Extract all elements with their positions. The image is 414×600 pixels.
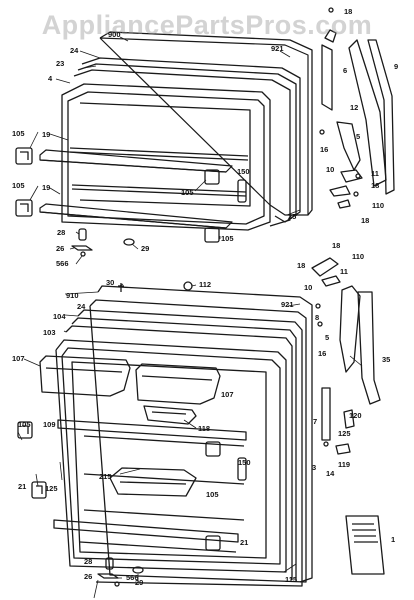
callout-1: 1 xyxy=(391,535,396,544)
callout-26-lower: 26 xyxy=(84,572,93,581)
callout-5-lower: 5 xyxy=(325,333,330,342)
callout-29-lower: 29 xyxy=(135,578,144,587)
callout-104: 104 xyxy=(53,312,66,321)
callout-23: 23 xyxy=(56,59,65,68)
callout-150-lower: 150 xyxy=(238,458,251,467)
callout-24-upper: 24 xyxy=(70,46,79,55)
callout-105-f: 105 xyxy=(206,490,219,499)
callout-28-upper: 28 xyxy=(57,228,66,237)
callout-215: 215 xyxy=(99,472,112,481)
callout-21-right: 21 xyxy=(240,538,249,547)
callout-18-b: 18 xyxy=(371,181,380,190)
callout-14: 14 xyxy=(326,469,335,478)
callout-107-left: 107 xyxy=(12,354,25,363)
callout-5-upper: 5 xyxy=(356,132,361,141)
callout-18-e: 18 xyxy=(297,261,306,270)
callout-21-left: 21 xyxy=(18,482,27,491)
callout-10-upper: 10 xyxy=(326,165,335,174)
callout-11-lower: 11 xyxy=(340,267,348,276)
callout-18-d: 18 xyxy=(332,241,341,250)
callout-25: 25 xyxy=(288,212,297,221)
callout-107-right: 107 xyxy=(221,390,234,399)
callout-7: 7 xyxy=(313,417,318,426)
callout-19-upper: 19 xyxy=(42,130,51,139)
callout-105-a: 105 xyxy=(12,129,25,138)
callout-11-upper: 11 xyxy=(371,169,379,178)
callout-125-left: 125 xyxy=(45,484,58,493)
callout-105-e: 105 xyxy=(18,420,31,429)
callout-112: 112 xyxy=(199,280,212,289)
fresh-food-door-assembly xyxy=(17,257,385,587)
freezer-door-assembly xyxy=(15,7,395,257)
callout-900: 900 xyxy=(108,30,121,39)
callout-19-lower: 19 xyxy=(42,183,51,192)
callout-24-lower: 24 xyxy=(77,302,86,311)
callout-115: 115 xyxy=(285,575,298,584)
callout-16-upper: 16 xyxy=(320,145,329,154)
callout-26-upper: 26 xyxy=(56,244,65,253)
callout-29-upper: 29 xyxy=(141,244,150,253)
callout-105-b: 105 xyxy=(181,188,194,197)
callout-30: 30 xyxy=(106,278,115,287)
callout-110-upper: 110 xyxy=(372,201,385,210)
callout-4: 4 xyxy=(48,74,53,83)
callout-566-lower: 566 xyxy=(126,573,139,582)
callout-18-c: 18 xyxy=(361,216,370,225)
callout-6: 6 xyxy=(343,66,348,75)
callout-109: 109 xyxy=(43,420,56,429)
callout-103: 103 xyxy=(43,328,56,337)
callout-28-lower: 28 xyxy=(84,557,93,566)
callout-16-lower: 16 xyxy=(318,349,327,358)
callout-8: 8 xyxy=(315,313,320,322)
callout-105-c: 105 xyxy=(12,181,25,190)
callout-35: 35 xyxy=(382,355,391,364)
callout-118: 118 xyxy=(198,424,211,433)
callout-12: 12 xyxy=(350,103,359,112)
callout-566-upper: 566 xyxy=(56,259,69,268)
callout-150-upper: 150 xyxy=(237,167,250,176)
callout-110-lower: 110 xyxy=(352,252,365,261)
callout-119: 119 xyxy=(338,460,351,469)
callout-921-upper: 921 xyxy=(271,44,284,53)
callout-910: 910 xyxy=(66,291,79,300)
leader-lines xyxy=(17,36,363,599)
callout-105-d: 105 xyxy=(221,234,234,243)
callout-10-lower: 10 xyxy=(304,283,313,292)
callout-3: 3 xyxy=(312,463,317,472)
callout-921-lower: 921 xyxy=(281,300,294,309)
callout-125-right: 125 xyxy=(338,429,351,438)
callout-120: 120 xyxy=(349,411,362,420)
callout-18-top: 18 xyxy=(344,7,353,16)
callout-9: 9 xyxy=(394,62,399,71)
